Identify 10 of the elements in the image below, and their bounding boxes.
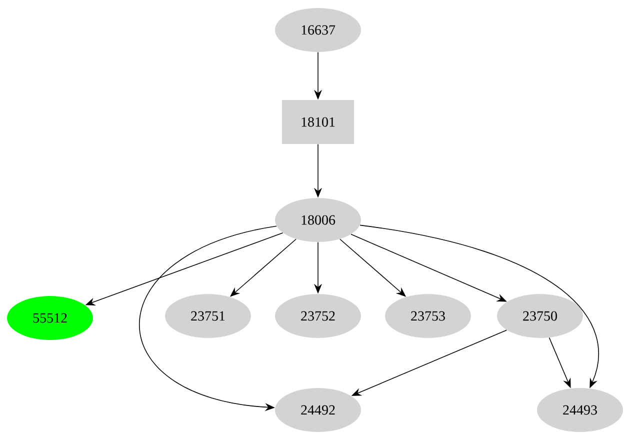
process-box: 18101 (282, 100, 354, 144)
ellipse-node: 23752 (275, 294, 361, 338)
ellipse-node: 55512 (7, 296, 93, 340)
ellipse-node: 23751 (165, 294, 251, 338)
ellipse-node: 23750 (497, 294, 583, 338)
ellipse-node: 18006 (275, 198, 361, 242)
ellipse-node: 24492 (275, 388, 361, 432)
ellipse-node: 16637 (275, 8, 361, 52)
ellipse-node: 23753 (385, 294, 471, 338)
ellipse-node: 24493 (537, 388, 623, 432)
